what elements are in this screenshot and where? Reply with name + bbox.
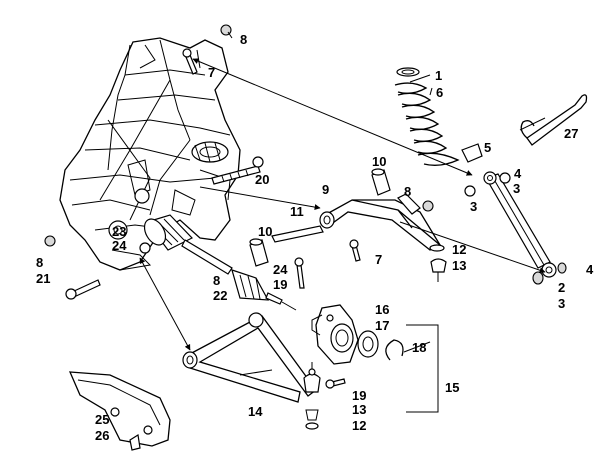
callout-26: 26: [95, 428, 109, 443]
callout-23: 23: [112, 224, 126, 239]
callout-4-lower: 4: [586, 262, 594, 277]
a-arm-guard: [68, 371, 171, 447]
callout-16: 16: [375, 302, 389, 317]
callout-11: 11: [290, 204, 304, 219]
callout-25: 25: [95, 412, 109, 427]
shock-spring-assembly: [394, 67, 567, 285]
upper-a-arm: [319, 193, 442, 251]
callout-13-upper: 13: [452, 258, 466, 273]
snap-ring: [385, 339, 404, 361]
callout-22: 22: [213, 288, 227, 303]
callout-7-lower: 7: [375, 252, 382, 267]
callout-3-lower: 3: [558, 296, 565, 311]
callout-6: 6: [436, 85, 443, 100]
callout-10-upper: 10: [372, 154, 386, 169]
callout-8-mid: 8: [404, 184, 411, 199]
callout-19-upper: 19: [273, 277, 287, 292]
bolt-21: [65, 279, 101, 300]
callout-8-center: 8: [213, 273, 220, 288]
callout-13-lower: 13: [352, 402, 366, 417]
callout-labels: 8 7 1 6 27 5 4 3 3 10 9 8 20 11 10 23 24…: [36, 32, 594, 443]
bracket-15: [406, 324, 439, 413]
bolt-19-lower: [325, 378, 346, 389]
spring-retainer-1: [396, 67, 420, 77]
upper-ball-joint: [429, 244, 447, 282]
callout-8-top: 8: [240, 32, 247, 47]
drive-axle: [143, 214, 297, 311]
callout-15: 15: [445, 380, 459, 395]
callout-14: 14: [248, 404, 263, 419]
coil-spring: [394, 82, 460, 166]
shock-absorber: [483, 171, 557, 278]
callout-12-lower: 12: [352, 418, 366, 433]
spanner-wrench: [520, 94, 588, 146]
callout-5: 5: [484, 140, 491, 155]
callout-27: 27: [564, 126, 578, 141]
screw-26: [129, 434, 141, 451]
callout-4-upper: 4: [514, 166, 522, 181]
callout-7-top: 7: [208, 65, 215, 80]
lock-nuts: [44, 24, 434, 254]
callout-17: 17: [375, 318, 389, 333]
lower-ball-joint-clip: [305, 409, 319, 430]
callout-20: 20: [255, 172, 269, 187]
callout-3-upper-r: 3: [513, 181, 520, 196]
callout-1: 1: [435, 68, 442, 83]
wheel-bearing: [357, 330, 379, 358]
callout-24-left: 24: [112, 238, 127, 253]
steering-knuckle: [311, 304, 359, 365]
callout-3-upper-l: 3: [470, 199, 477, 214]
spring-collar-5: [461, 143, 483, 163]
callout-19-lower: 19: [352, 388, 366, 403]
bolt-19-upper: [294, 257, 305, 289]
callout-12-upper: 12: [452, 242, 466, 257]
callout-9: 9: [322, 182, 329, 197]
callout-21: 21: [36, 271, 50, 286]
callout-8-left: 8: [36, 255, 43, 270]
bushings-and-nuts: [464, 172, 567, 285]
leader-lines: [139, 31, 546, 376]
callout-10-lower: 10: [258, 224, 272, 239]
callout-24-center: 24: [273, 262, 288, 277]
callout-18: 18: [412, 340, 426, 355]
lower-a-arm: [182, 312, 321, 403]
callout-2: 2: [558, 280, 565, 295]
